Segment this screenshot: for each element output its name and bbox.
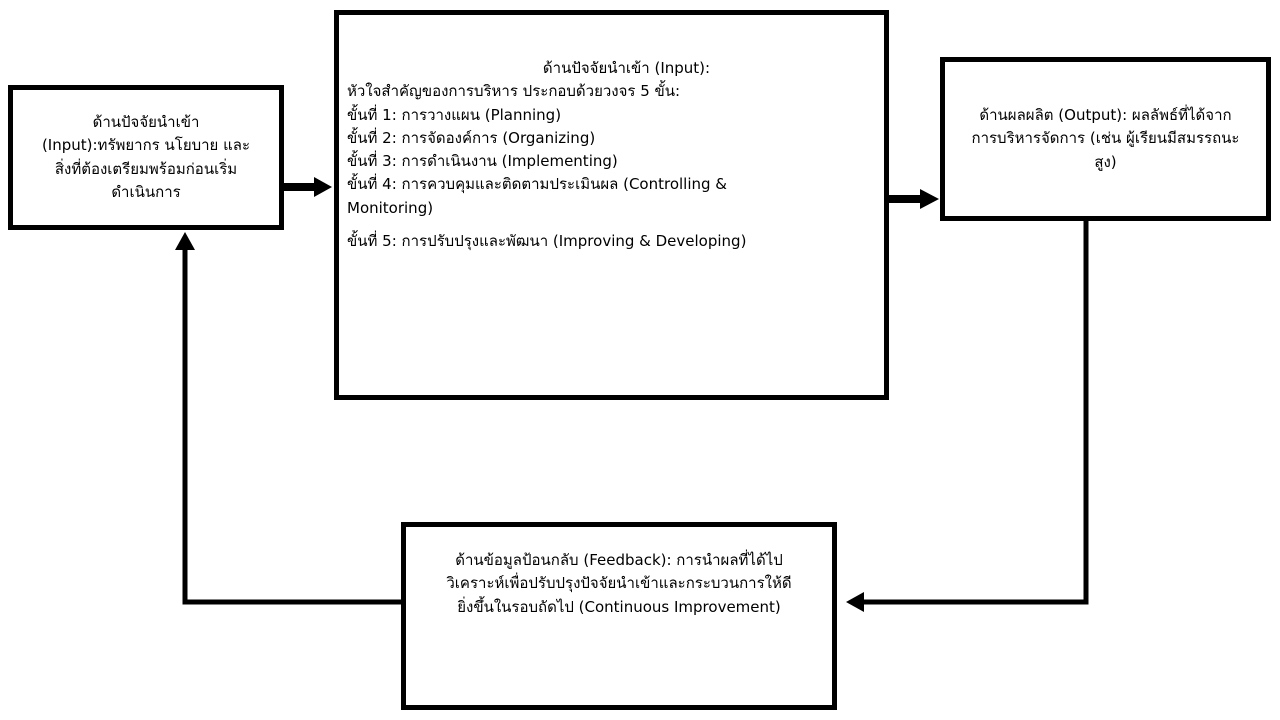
process-box-intro: หัวใจสำคัญของการบริหาร ประกอบด้วยวงจร 5 … bbox=[347, 82, 681, 101]
input-box-line-2: (Input):ทรัพยากร นโยบาย และ bbox=[41, 136, 251, 155]
arrow-input-to-process bbox=[284, 177, 332, 197]
input-box-line-3: สิ่งที่ต้องเตรียมพร้อมก่อนเริ่ม bbox=[54, 159, 238, 178]
input-box-line-1: ด้านปัจจัยนำเข้า bbox=[92, 113, 200, 131]
output-box-line-2: การบริหารจัดการ (เช่น ผู้เรียนมีสมรรถนะ bbox=[971, 129, 1240, 148]
process-step-5: ขั้นที่ 5: การปรับปรุงและพัฒนา (Improvin… bbox=[347, 231, 747, 250]
output-box-line-3: สูง) bbox=[1094, 152, 1117, 171]
input-box-line-4: ดำเนินการ bbox=[111, 182, 181, 201]
feedback-box-line-3: ยิ่งขึ้นในรอบถัดไป (Continuous Improveme… bbox=[457, 597, 781, 616]
output-box-line-1: ด้านผลผลิต (Output): ผลลัพธ์ที่ได้จาก bbox=[979, 106, 1232, 125]
arrow-output-to-feedback bbox=[846, 219, 1089, 612]
feedback-box-line-1: ด้านข้อมูลป้อนกลับ (Feedback): การนำผลที… bbox=[455, 551, 783, 569]
feedback-box-line-2: วิเคราะห์เพื่อปรับปรุงปัจจัยนำเข้าและกระ… bbox=[446, 574, 792, 593]
process-step-2: ขั้นที่ 2: การจัดองค์การ (Organizing) bbox=[347, 128, 596, 147]
arrow-process-to-output bbox=[883, 189, 939, 209]
process-step-1: ขั้นที่ 1: การวางแผน (Planning) bbox=[347, 105, 562, 124]
process-box: ด้านปัจจัยนำเข้า (Input): หัวใจสำคัญของก… bbox=[334, 10, 889, 400]
feedback-box: ด้านข้อมูลป้อนกลับ (Feedback): การนำผลที… bbox=[401, 522, 837, 710]
arrow-feedback-to-input bbox=[175, 232, 401, 605]
output-box: ด้านผลผลิต (Output): ผลลัพธ์ที่ได้จาก กา… bbox=[940, 57, 1271, 221]
input-box: ด้านปัจจัยนำเข้า (Input):ทรัพยากร นโยบาย… bbox=[8, 85, 284, 230]
process-step-4-line-2: Monitoring) bbox=[347, 198, 434, 217]
process-step-3: ขั้นที่ 3: การดำเนินงาน (Implementing) bbox=[347, 152, 618, 170]
process-box-title: ด้านปัจจัยนำเข้า (Input): bbox=[542, 59, 711, 77]
process-step-4-line-1: ขั้นที่ 4: การควบคุมและติดตามประเมินผล (… bbox=[347, 175, 727, 194]
